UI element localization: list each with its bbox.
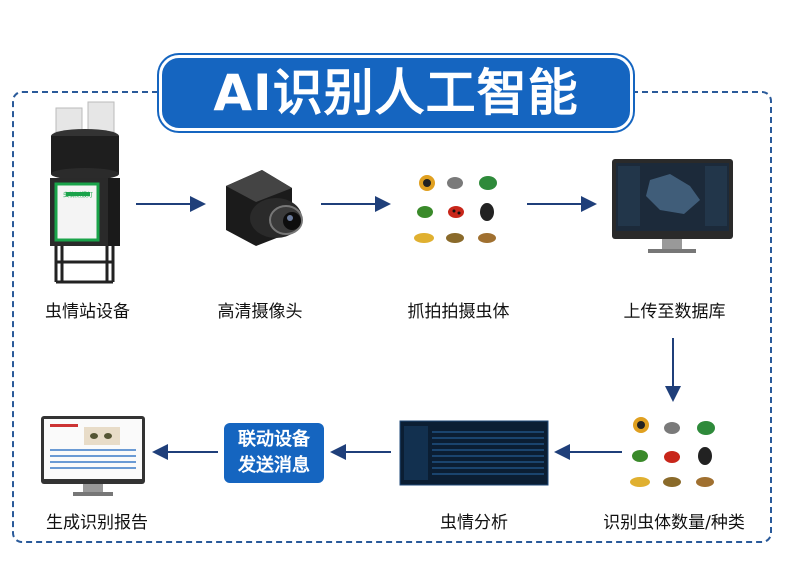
step-generate-report: 生成识别报告 — [46, 513, 148, 533]
insect-station-device — [50, 101, 120, 284]
device-panel-text: 虫情测报灯 — [62, 192, 93, 199]
database-monitor-image — [612, 159, 733, 253]
page-title: AI识别人工智能 — [159, 55, 633, 131]
report-monitor-image — [41, 416, 145, 496]
hd-camera-image — [226, 170, 303, 246]
step-pest-analysis: 虫情分析 — [440, 513, 508, 533]
insect-recognition-image — [630, 417, 715, 487]
step-identify-count-type: 识别虫体数量/种类 — [603, 513, 745, 533]
step-hd-camera: 高清摄像头 — [217, 302, 303, 322]
linkage-line-2: 发送消息 — [238, 455, 310, 476]
step-upload-database: 上传至数据库 — [623, 302, 726, 322]
linkage-line-1: 联动设备 — [238, 429, 310, 450]
step-linkage-notify: 联动设备 发送消息 — [224, 423, 324, 483]
analysis-dashboard-image — [399, 420, 549, 486]
step-capture-insects: 抓拍拍摄虫体 — [407, 302, 510, 322]
insect-captures-image — [414, 175, 497, 243]
step-insect-station: 虫情站设备 — [45, 302, 130, 322]
